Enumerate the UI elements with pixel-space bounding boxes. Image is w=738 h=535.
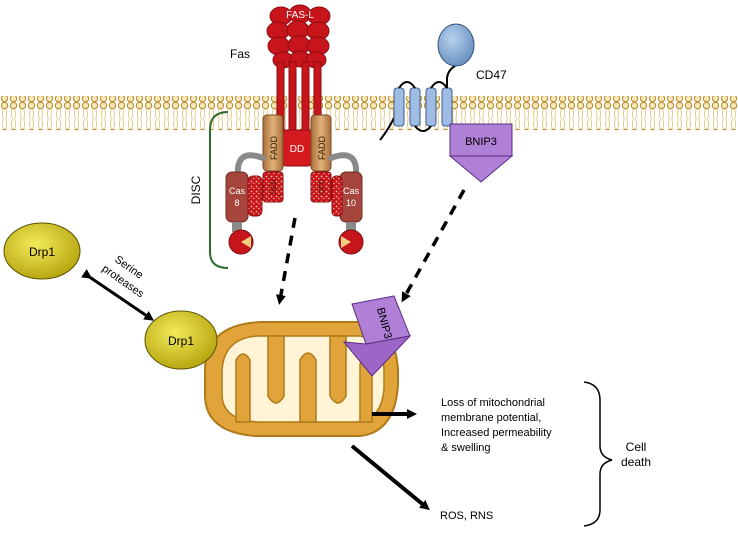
bnip3-membrane-label: BNIP3 — [465, 136, 497, 148]
fadd-left-label: FADD — [269, 136, 279, 161]
arrow-disc-to-mito — [275, 217, 297, 305]
arrow-bnip3-to-mito — [401, 189, 466, 303]
drp1-cytosol — [3, 222, 81, 280]
outcome-line-3: Increased permeability — [441, 427, 552, 439]
cd47-receptor — [379, 23, 475, 141]
cas10-num: 10 — [346, 198, 356, 208]
death-label: death — [621, 455, 651, 469]
arrow-drp1-exchange — [81, 269, 155, 321]
linker-right — [328, 152, 360, 178]
drp1-mito — [144, 310, 218, 370]
fadd-right-label: FADD — [317, 136, 327, 161]
outcome-line-4: & swelling — [441, 442, 491, 454]
mitochondrion — [204, 321, 399, 437]
caspase-8 — [225, 171, 263, 255]
ded-left-label: DED — [271, 180, 278, 195]
drp1-cytosol-label: Drp1 — [29, 245, 55, 259]
arrow-to-ros — [350, 444, 430, 511]
outcome-line-1: Loss of mitochondrial — [441, 397, 545, 409]
cas8-num: 8 — [234, 198, 239, 208]
fas-label: Fas — [230, 47, 250, 61]
ded-left — [262, 171, 284, 203]
cell-death-brace — [583, 381, 613, 527]
bnip3-membrane — [448, 123, 514, 183]
dd-label: DD — [290, 144, 304, 155]
outcome-line-2: membrane potential, — [441, 412, 541, 424]
disc-bracket — [209, 111, 229, 269]
fadd-left — [262, 114, 284, 172]
fas-ligand-label: FAS-L — [286, 10, 314, 21]
cas10-name: Cas — [343, 186, 360, 196]
cd47-label: CD47 — [476, 68, 507, 82]
linker-left — [234, 152, 266, 178]
ded-right — [310, 171, 332, 203]
disc-label: DISC — [189, 175, 203, 204]
cell-label: Cell — [626, 440, 647, 454]
fas-ligand — [266, 4, 331, 69]
fadd-right — [310, 114, 332, 172]
cas8-name: Cas — [229, 186, 246, 196]
plasma-membrane — [0, 96, 738, 130]
caspase-10 — [331, 171, 364, 255]
bnip3-mito — [342, 295, 412, 377]
drp1-mito-label: Drp1 — [168, 334, 194, 348]
ded-right-label: DED — [319, 180, 326, 195]
ros-rns-label: ROS, RNS — [440, 510, 493, 522]
